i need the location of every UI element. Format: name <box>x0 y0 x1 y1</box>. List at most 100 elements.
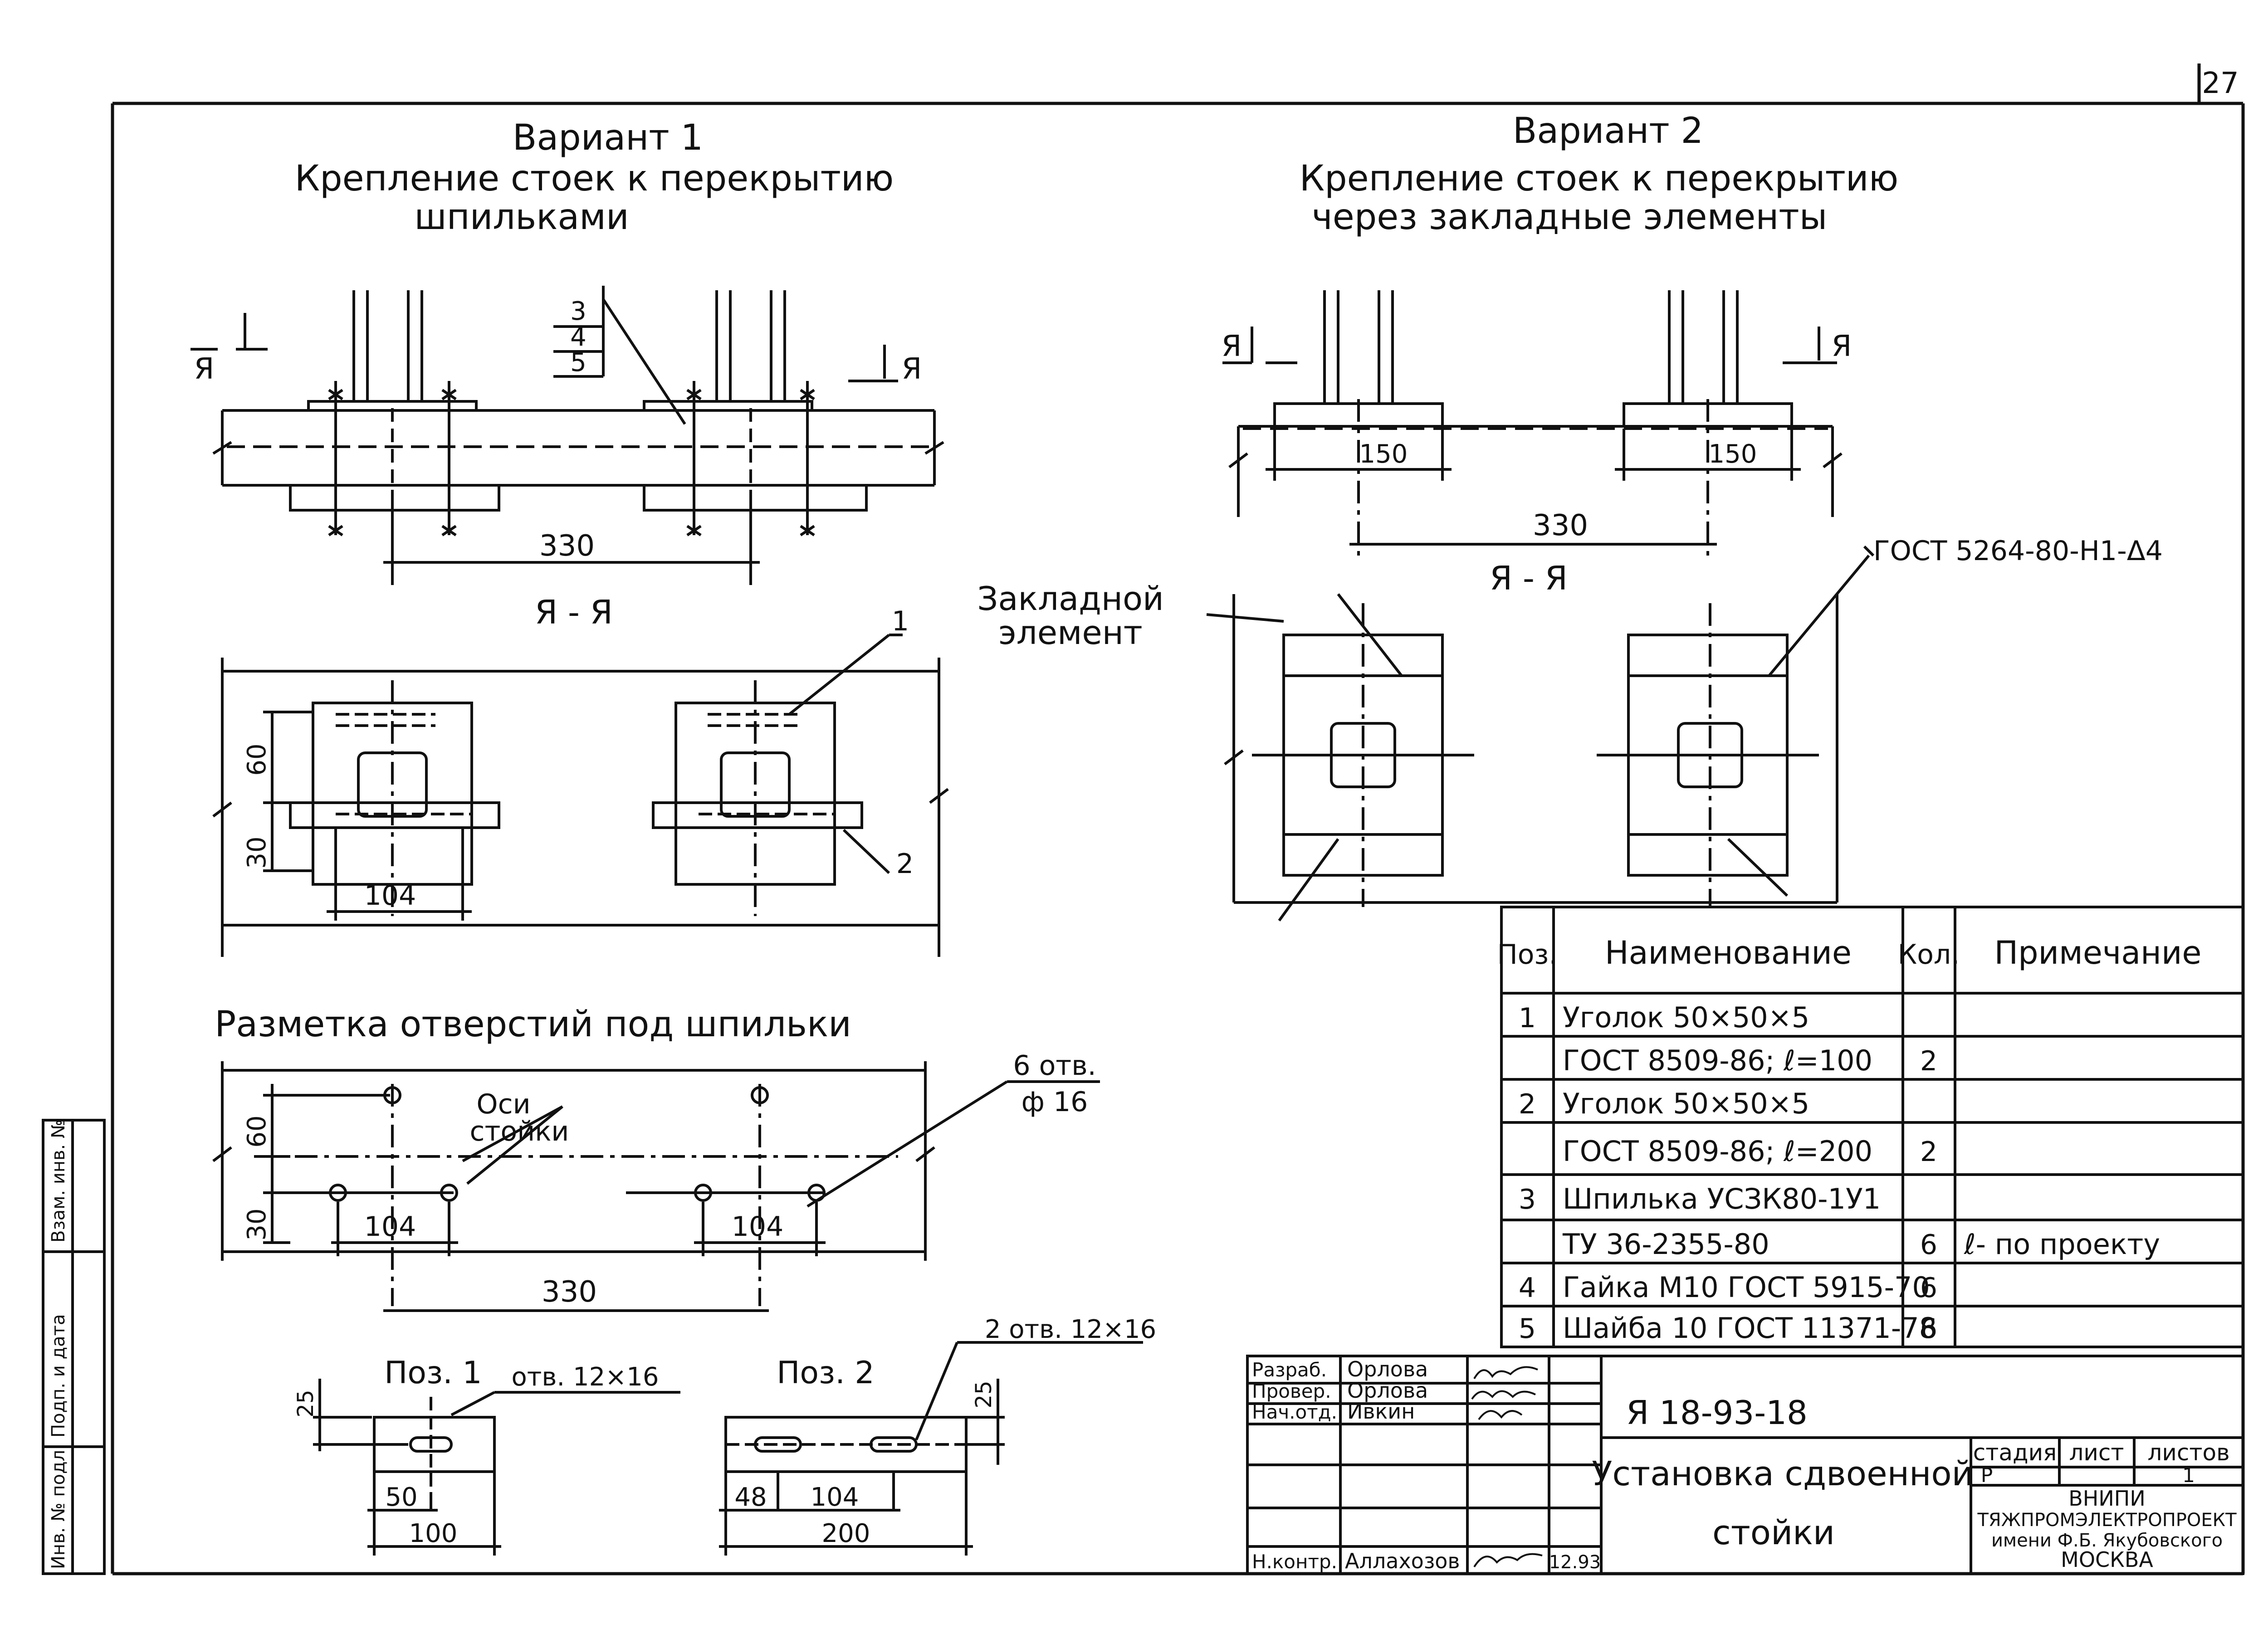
spec-row-qty: 6 <box>1920 1313 1937 1345</box>
variant1-callout-3: 3 <box>570 297 587 326</box>
title-name-line2: стойки <box>1712 1513 1835 1552</box>
detail-pos1-hole: отв. 12×16 <box>512 1362 659 1392</box>
variant2-weld-note: ГОСТ 5264-80-Н1-Δ4 <box>1873 535 2163 567</box>
spec-row-name: Уголок 50×50×5 <box>1563 1087 1809 1120</box>
spec-row-qty: 2 <box>1920 1136 1937 1168</box>
spec-row-qty: 6 <box>1920 1272 1937 1304</box>
variant2-elevation <box>1222 290 1843 558</box>
spec-row-name: ГОСТ 8509-86; ℓ=100 <box>1563 1044 1872 1077</box>
marking-title: Разметка отверстий под шпильки <box>215 1004 851 1045</box>
title-role-head: Нач.отд. <box>1252 1401 1337 1423</box>
detail-pos1-title: Поз. 1 <box>384 1355 482 1391</box>
side-stamp-signature-label: Подп. и дата <box>48 1314 69 1438</box>
variant1-dim-60: 60 <box>242 743 272 776</box>
marking-axes-label-line1: Оси <box>476 1088 530 1120</box>
title-role-checker: Провер. <box>1252 1380 1331 1402</box>
marking-dim-30: 30 <box>242 1208 272 1240</box>
variant2-section-mark-left: Я <box>1222 330 1242 363</box>
spec-row-name: Гайка М10 ГОСТ 5915-70 <box>1563 1271 1930 1304</box>
spec-table-grid <box>1500 906 2244 1348</box>
variant1-stud-marks <box>328 389 815 537</box>
marking-axes-label-line2: стойки <box>470 1116 569 1147</box>
detail-pos2-dim-200: 200 <box>822 1519 870 1548</box>
variant1-section-mark-left: Я <box>194 352 214 386</box>
variant2-dim-330: 330 <box>1533 509 1588 542</box>
variant1-dim-30: 30 <box>242 836 272 868</box>
variant2-subtitle-line1: Крепление стоек к перекрытию <box>1300 158 1899 199</box>
spec-row-qty: 2 <box>1920 1045 1937 1077</box>
detail-pos1-dim-25: 25 <box>293 1390 318 1417</box>
side-stamp-inventory-label: Инв. № подл. <box>48 1444 69 1569</box>
marking-dim-104-left: 104 <box>364 1211 416 1243</box>
detail-pos2-dim-25: 25 <box>971 1380 997 1408</box>
title-org-line3: имени Ф.Б. Якубовского <box>1991 1530 2223 1551</box>
variant1-callout-5: 5 <box>570 348 587 377</box>
title-org-line2: ТЯЖПРОМЭЛЕКТРОПРОЕКТ <box>1977 1510 2237 1531</box>
detail-pos1-dim-100: 100 <box>409 1519 458 1548</box>
title-sheets-value: 1 <box>2182 1464 2195 1487</box>
detail-pos2-dim-104: 104 <box>811 1483 859 1512</box>
variant1-elevation <box>191 286 944 585</box>
spec-header-name: Наименование <box>1605 934 1852 971</box>
title-name-head: Ивкин <box>1347 1399 1415 1424</box>
variant2-title: Вариант 2 <box>1513 111 1703 151</box>
variant1-pos-1-label: 1 <box>892 605 909 637</box>
spec-row-pos: 5 <box>1519 1313 1536 1345</box>
detail-parts <box>313 1341 1143 1556</box>
detail-pos2-hole: 2 отв. 12×16 <box>985 1315 1156 1344</box>
variant2-embedded-label-line1: Закладной <box>977 580 1164 618</box>
variant2-dim-150-left: 150 <box>1359 439 1408 469</box>
title-role-developer: Разраб. <box>1252 1359 1327 1381</box>
title-role-normcontrol: Н.контр. <box>1252 1551 1337 1573</box>
side-stamp-replacement-label: Взам. инв. № <box>48 1119 69 1243</box>
variant1-subtitle-line2: шпильками <box>414 197 629 238</box>
variant2-dim-150-right: 150 <box>1709 439 1757 469</box>
detail-pos1-dim-50: 50 <box>385 1483 417 1512</box>
variant1-section-title: Я - Я <box>535 593 613 631</box>
variant1-callout-4: 4 <box>570 322 587 352</box>
marking-view <box>212 1061 1100 1312</box>
spec-row-pos: 4 <box>1519 1272 1536 1304</box>
variant1-pos-2-label: 2 <box>896 848 914 880</box>
variant1-dim-330: 330 <box>539 529 595 563</box>
spec-row-pos: 1 <box>1519 1002 1536 1034</box>
marking-dim-330: 330 <box>542 1275 597 1309</box>
signature-marks <box>1471 1366 1543 1568</box>
spec-header-pos: Поз. <box>1497 939 1558 971</box>
marking-holes-line1: 6 отв. <box>1013 1050 1096 1082</box>
title-block-grid <box>1246 1355 2244 1575</box>
page-number: 27 <box>2202 67 2239 100</box>
marking-dim-60: 60 <box>242 1115 272 1147</box>
title-sheet-header: лист <box>2069 1439 2124 1466</box>
variant1-section-view <box>212 634 949 957</box>
spec-row-name: Уголок 50×50×5 <box>1563 1001 1809 1034</box>
spec-header-note: Примечание <box>1994 934 2201 971</box>
variant1-section-mark-right: Я <box>902 352 922 386</box>
spec-header-qty: Кол. <box>1898 939 1960 971</box>
spec-row-name: Шайба 10 ГОСТ 11371-78 <box>1563 1312 1937 1345</box>
variant1-dim-104: 104 <box>364 880 416 912</box>
spec-row-name: ГОСТ 8509-86; ℓ=200 <box>1563 1135 1872 1168</box>
title-doc-code: Я 18-93-18 <box>1626 1394 1808 1432</box>
title-sheets-header: листов <box>2147 1439 2229 1466</box>
variant1-title: Вариант 1 <box>513 117 703 158</box>
variant2-section-mark-right: Я <box>1832 330 1852 363</box>
title-date: 12.93 <box>1549 1552 1601 1573</box>
variant2-embedded-label-line2: элемент <box>998 614 1142 652</box>
side-stamp <box>42 1119 106 1575</box>
spec-row-name: Шпилька УСЗК80-1У1 <box>1563 1182 1881 1215</box>
variant1-subtitle-line1: Крепление стоек к перекрытию <box>295 158 894 199</box>
variant2-section-view <box>1206 545 1875 922</box>
spec-row-qty: 6 <box>1920 1229 1937 1261</box>
title-name-line1: Установка сдвоенной <box>1592 1454 1973 1493</box>
variant2-subtitle-line2: через закладные элементы <box>1312 197 1828 238</box>
title-stage-value: Р <box>1981 1464 1993 1487</box>
spec-row-name: ТУ 36-2355-80 <box>1562 1228 1769 1261</box>
variant2-section-title: Я - Я <box>1490 559 1568 597</box>
spec-row-pos: 2 <box>1519 1088 1536 1120</box>
title-org-line1: ВНИПИ <box>2068 1486 2146 1511</box>
detail-pos2-title: Поз. 2 <box>777 1355 874 1391</box>
title-stage-header: стадия <box>1973 1439 2057 1466</box>
title-name-normcontrol: Аллахозов <box>1345 1549 1460 1573</box>
